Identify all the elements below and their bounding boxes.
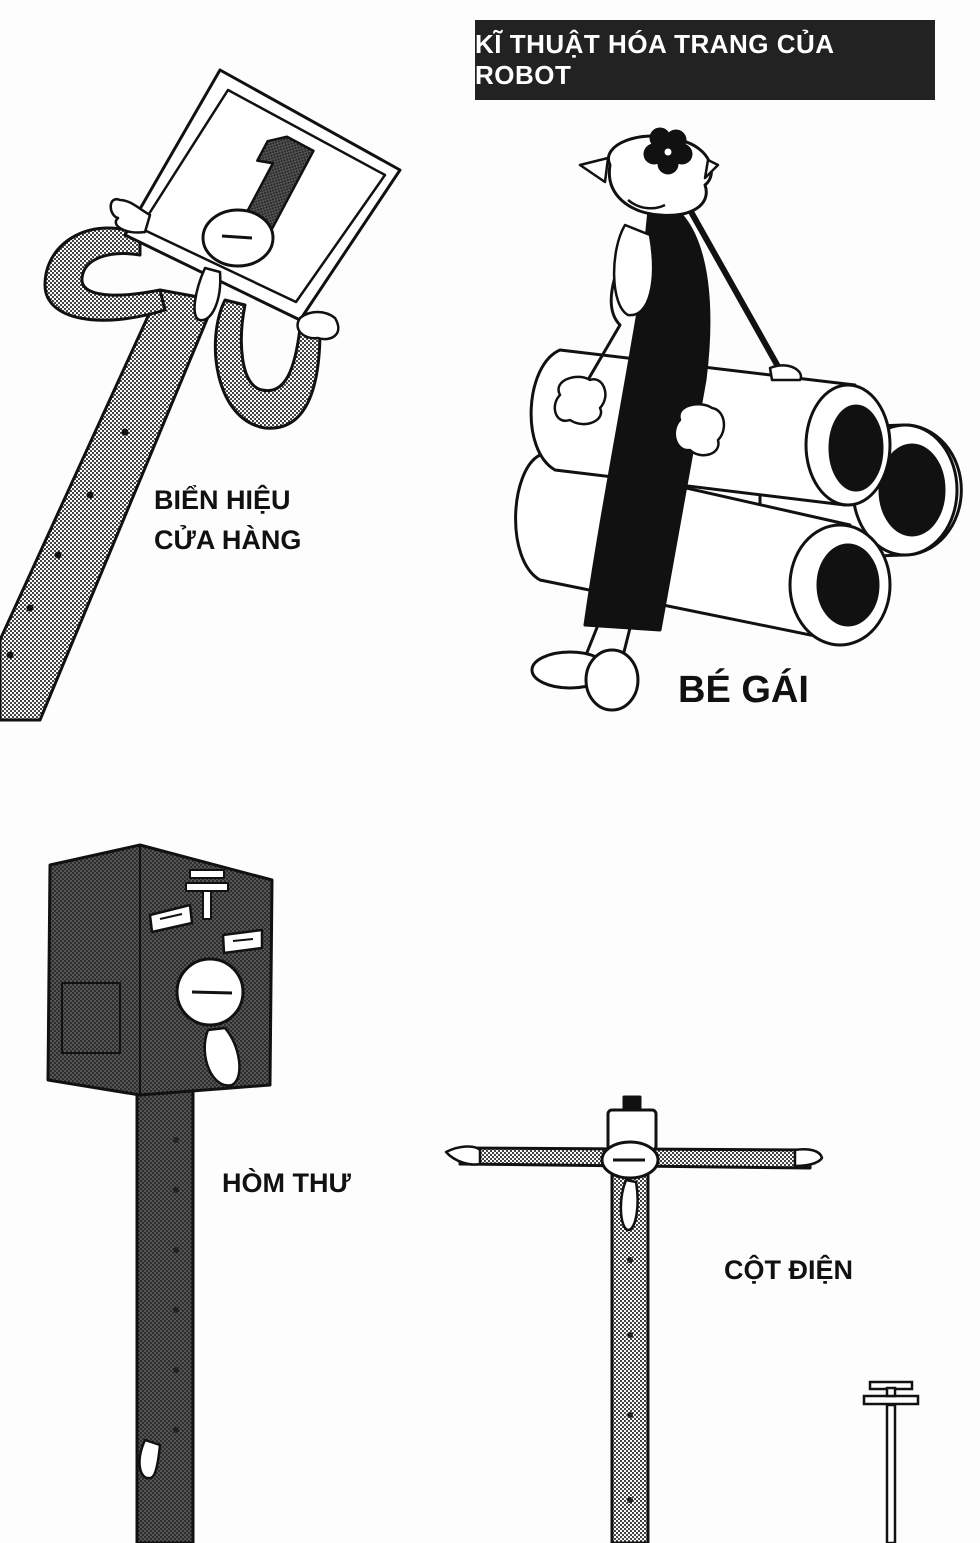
pipe-bottom	[514, 453, 852, 642]
mailbox-foot	[138, 1438, 162, 1480]
robot-nose	[193, 266, 222, 322]
robot-right-arm	[213, 298, 322, 430]
sign-inner-frame	[138, 88, 387, 304]
shop-sign-robot	[0, 68, 402, 722]
caption-girl: BÉ GÁI	[678, 669, 809, 711]
girl-right-hand	[673, 403, 726, 457]
mailbox-door	[61, 982, 121, 1054]
girl-left-hand	[553, 375, 607, 426]
caption-shop-sign-line1: BIỂN HIỆU	[154, 485, 291, 515]
robot-left-arm	[43, 226, 167, 322]
mailbox-robot	[46, 843, 274, 1543]
pole-left-hand	[444, 1145, 482, 1166]
right-foot	[584, 648, 640, 712]
flower-hair-icon	[643, 127, 693, 175]
post-symbol-icon	[185, 869, 229, 920]
page-title: KĨ THUẬT HÓA TRANG CỦA ROBOT	[475, 20, 935, 100]
distant-pole	[862, 1380, 920, 1543]
pole-nose	[619, 1178, 639, 1232]
right-hand	[296, 310, 340, 341]
body-rivets	[6, 428, 129, 659]
mail-slot	[148, 903, 264, 955]
caption-shop-sign: BIỂN HIỆU CỬA HÀNG	[154, 480, 301, 560]
caption-mailbox: HÒM THƯ	[222, 1168, 351, 1198]
mailbox-nose	[203, 1026, 241, 1087]
girl-robot	[514, 127, 963, 712]
girl-dress	[583, 198, 711, 632]
pole-right-hand	[793, 1148, 824, 1168]
caption-shop-sign-line2: CỬA HÀNG	[154, 525, 302, 555]
caption-utility-pole: CỘT ĐIỆN	[724, 1255, 854, 1285]
left-hand	[109, 197, 152, 234]
utility-pole-robot	[444, 1095, 824, 1543]
